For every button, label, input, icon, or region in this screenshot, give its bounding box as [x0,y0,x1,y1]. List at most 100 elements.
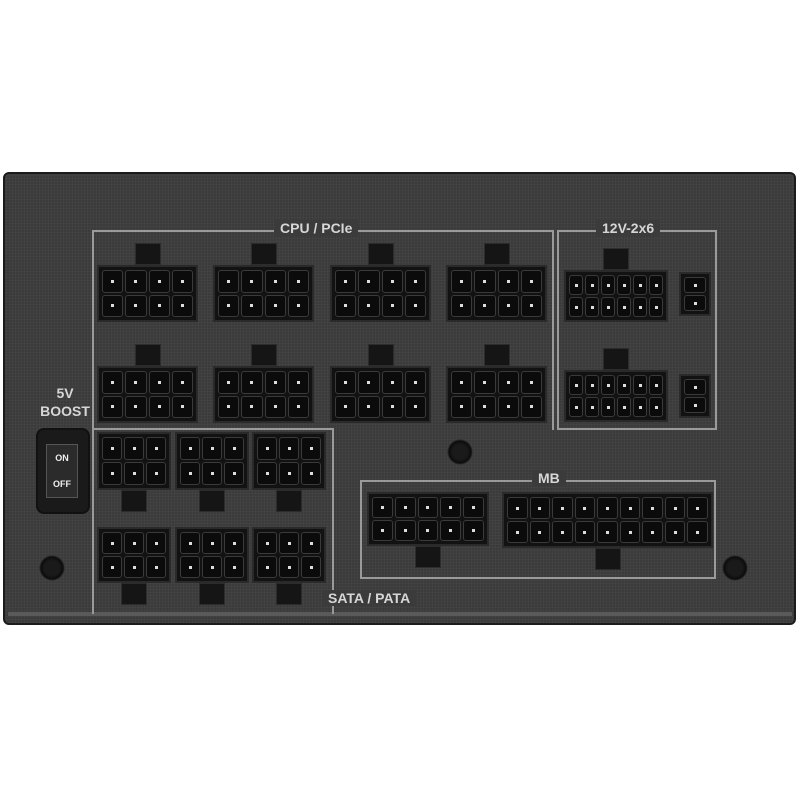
sata-pata-connector[interactable] [175,432,249,490]
pin [241,294,263,317]
pin [451,270,473,293]
pin [497,371,519,394]
latch-tab [276,490,302,512]
cpu-pcie-connector[interactable] [213,265,314,322]
mb-10pin-connector[interactable] [367,492,489,546]
pin [301,556,321,578]
pin [287,270,309,293]
pin [287,395,309,418]
pin [124,462,144,485]
pin [224,532,244,554]
pin [649,275,663,295]
pin [335,294,357,317]
pin [257,556,277,578]
pin [633,297,647,317]
pin [264,294,286,317]
pin [684,295,706,311]
sata-pata-connector[interactable] [175,527,249,583]
pin [372,520,393,541]
pin [218,371,240,394]
pin [617,397,631,417]
sata-pata-connector[interactable] [97,432,171,490]
latch-tab [250,243,277,265]
latch-tab [134,344,161,366]
pin [619,497,641,519]
pin [474,270,496,293]
pin [202,532,222,554]
cpu-pcie-connector[interactable] [330,366,431,423]
sata-pata-connector[interactable] [252,527,326,583]
pin [171,294,193,317]
pin [597,497,618,519]
pin [279,556,299,578]
pin [124,556,144,578]
12v-2x6-connector[interactable] [564,370,668,422]
pin [529,521,551,543]
cpu-pcie-connector[interactable] [97,265,198,322]
pin [180,532,200,554]
pin [474,395,496,418]
pin [257,532,277,554]
pin [440,520,462,541]
latch-tab [276,583,302,605]
pin [394,520,416,541]
sata-pata-connector[interactable] [97,527,171,583]
pin [218,270,240,293]
screw-icon [722,555,748,581]
pin [497,395,519,418]
12v-2x6-sense-connector[interactable] [679,272,711,316]
pin [619,521,641,543]
cpu-pcie-connector[interactable] [213,366,314,423]
pin [684,379,706,395]
pin [574,497,596,519]
sata-pata-label: SATA / PATA [322,590,417,606]
latch-tab [367,243,394,265]
pin [241,371,263,394]
pin [279,462,299,485]
sata-pata-group [92,428,334,614]
pin [335,395,357,418]
cpu-pcie-connector[interactable] [446,265,547,322]
pin [125,294,147,317]
pin [507,521,528,543]
latch-tab [483,344,510,366]
pin [264,270,286,293]
mb-label: MB [532,470,566,486]
pin [633,397,647,417]
pin [474,371,496,394]
screw-icon [39,555,65,581]
pin [180,556,200,578]
cpu-pcie-connector[interactable] [446,366,547,423]
5v-boost-switch[interactable]: ON OFF [36,428,90,514]
pin [264,371,286,394]
pin [633,275,647,295]
pin [358,371,380,394]
mb-24pin-connector[interactable] [502,492,713,548]
pin [507,497,528,519]
pin [687,521,708,543]
pin [585,375,599,395]
pin [148,395,170,418]
pin [301,462,321,485]
pin [574,521,596,543]
pin [529,497,551,519]
pin [664,521,686,543]
latch-tab [250,344,277,366]
cpu-pcie-connector[interactable] [97,366,198,423]
pin [684,397,706,413]
pin [224,556,244,578]
cpu-pcie-connector[interactable] [330,265,431,322]
pin [202,556,222,578]
pin [687,497,708,519]
sata-pata-connector[interactable] [252,432,326,490]
pin [146,532,166,554]
pin [617,275,631,295]
12v-2x6-connector[interactable] [564,270,668,322]
rocker-switch[interactable]: ON OFF [46,444,78,498]
pin [451,371,473,394]
pin [569,375,583,395]
pin [125,371,147,394]
pin [171,395,193,418]
12v-2x6-sense-connector[interactable] [679,374,711,418]
pin [102,294,124,317]
